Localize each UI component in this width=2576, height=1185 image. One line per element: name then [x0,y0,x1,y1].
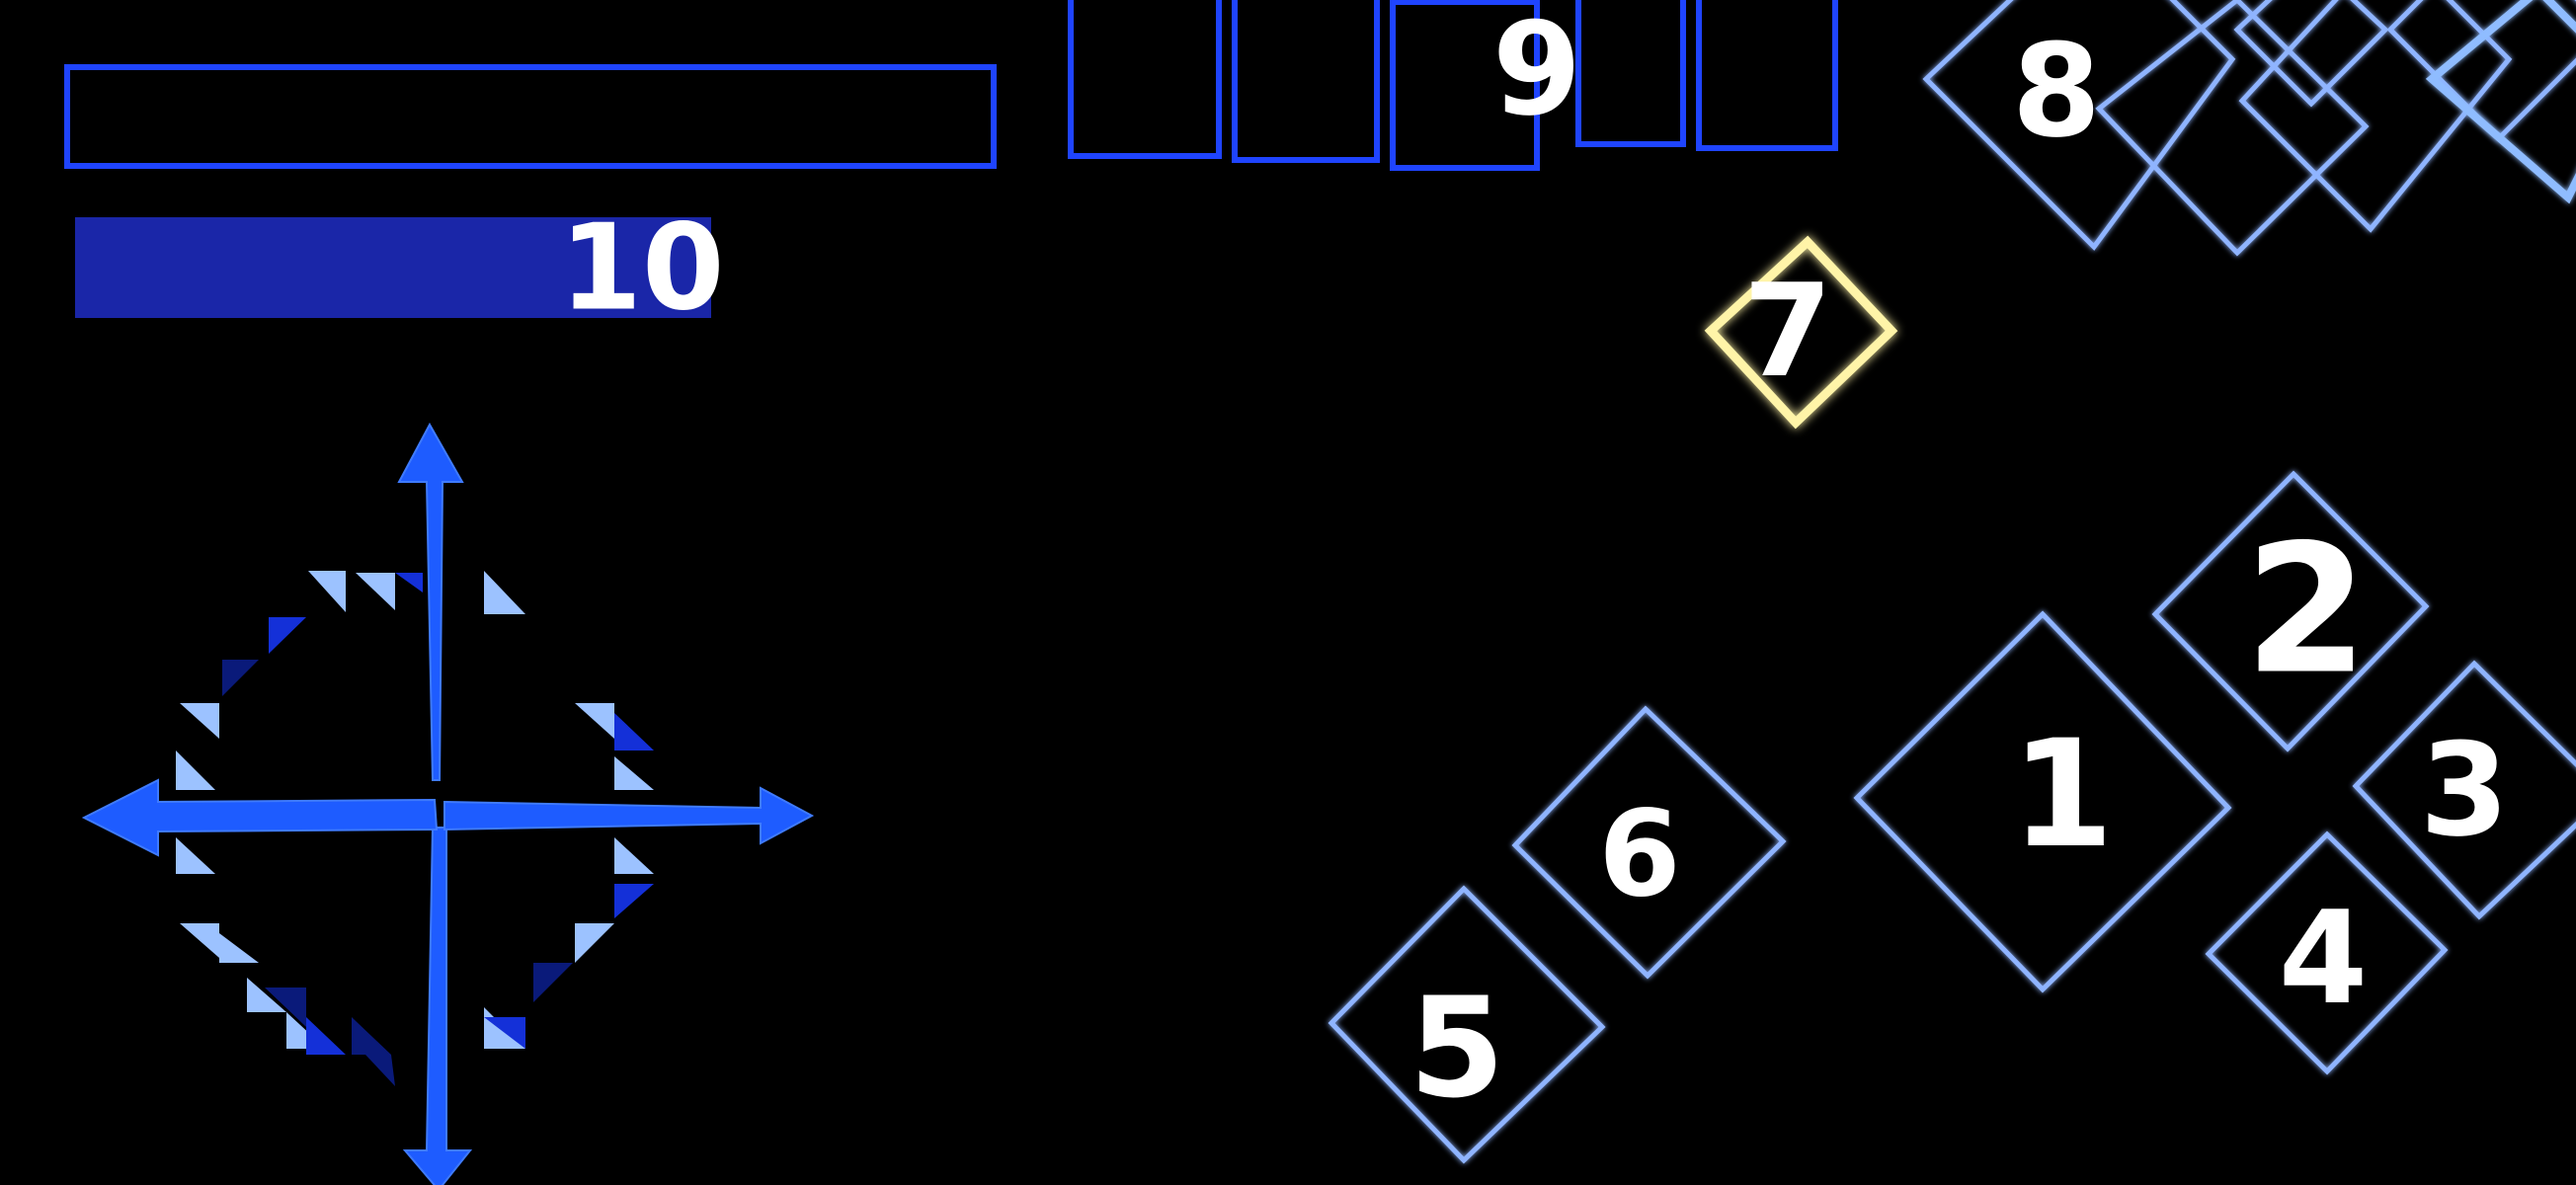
tile-5[interactable]: 5 [1328,885,1606,1164]
card[interactable] [1232,0,1380,163]
card[interactable] [1390,0,1540,171]
arrow-down-icon [402,827,473,1185]
tile-label: 4 [2279,883,2368,1033]
tile-outline [2205,830,2449,1075]
card-row-label: 9 [1492,0,1581,144]
diamond-cluster: 8 [1922,0,2576,257]
progress-bar-fill [75,217,711,318]
diamond-tile-icon[interactable] [2095,0,2370,257]
tile-4[interactable]: 4 [2205,830,2449,1075]
tile-label: 8 [2012,16,2101,166]
tile-2[interactable]: 2 [2151,470,2430,752]
tile-3[interactable]: 3 [2352,660,2576,920]
card[interactable] [1068,0,1222,159]
arrow-up-icon [397,422,464,781]
diamond-tile-icon[interactable] [2233,0,2389,108]
tile-label: 7 [1743,256,1832,406]
tile-outline [1511,705,1787,980]
tile-outline [2151,470,2430,752]
tile-7[interactable]: 7 [1704,235,1898,430]
tile-outline [2352,660,2576,920]
tile-1[interactable]: 1 [1853,610,2232,993]
tile-label: 3 [2420,715,2509,865]
triangle-ring [176,571,654,1086]
diamond-tile-icon[interactable] [2425,0,2576,204]
arrow-left-icon [81,778,439,857]
card[interactable] [1575,0,1686,147]
empty-bar[interactable] [64,64,997,169]
card[interactable] [1696,0,1838,151]
card-row: 9 [1068,0,1838,171]
four-way-arrows-icon[interactable] [81,422,815,1185]
diamond-tile-icon[interactable] [2386,0,2576,142]
progress-bar-label: 10 [560,200,725,338]
tile-label: 2 [2244,508,2368,714]
tile-label: 6 [1598,787,1681,924]
tile-outline [1853,610,2232,993]
highlighted-tile [1704,235,1898,430]
tile-outline [1328,885,1606,1164]
arrow-right-icon [443,786,815,845]
progress-bar[interactable]: 10 [75,200,725,338]
diamond-tile-icon[interactable] [1922,0,2236,251]
tile-label: 1 [2011,709,2114,881]
tile-6[interactable]: 6 [1511,705,1787,980]
diamond-tile-icon[interactable] [2238,0,2513,233]
tile-label: 5 [1409,969,1504,1130]
